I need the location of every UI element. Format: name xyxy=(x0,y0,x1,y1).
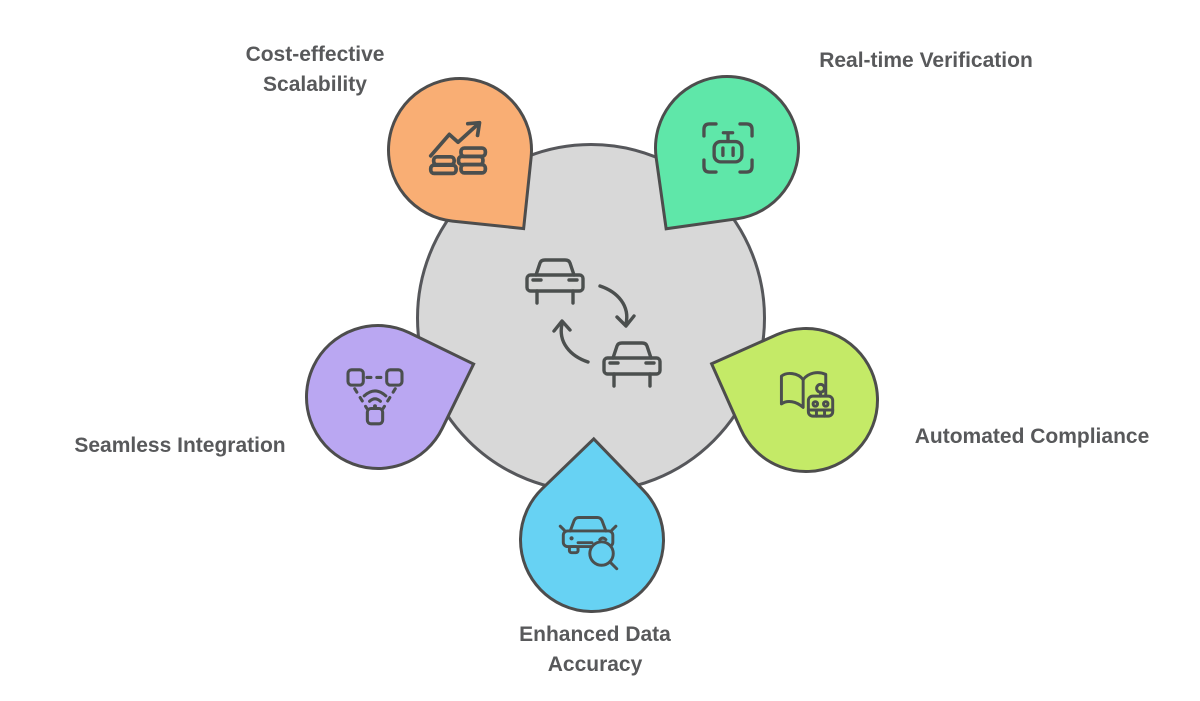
robot-book-icon xyxy=(771,357,844,430)
growth-chart-coins-icon xyxy=(421,111,499,189)
label-automated-compliance: Automated Compliance xyxy=(914,425,1150,448)
car-search-icon xyxy=(552,504,625,577)
label-enhanced-data-accuracy: Enhanced Data Accuracy xyxy=(519,623,671,676)
label-seamless-integration: Seamless Integration xyxy=(74,434,286,457)
network-icon xyxy=(339,359,411,431)
car-exchange-icon xyxy=(520,256,666,396)
label-real-time-verification: Real-time Verification xyxy=(819,49,1033,72)
label-cost-effective-scalability: Cost-effective Scalability xyxy=(245,43,385,96)
robot-scan-icon xyxy=(691,111,765,185)
